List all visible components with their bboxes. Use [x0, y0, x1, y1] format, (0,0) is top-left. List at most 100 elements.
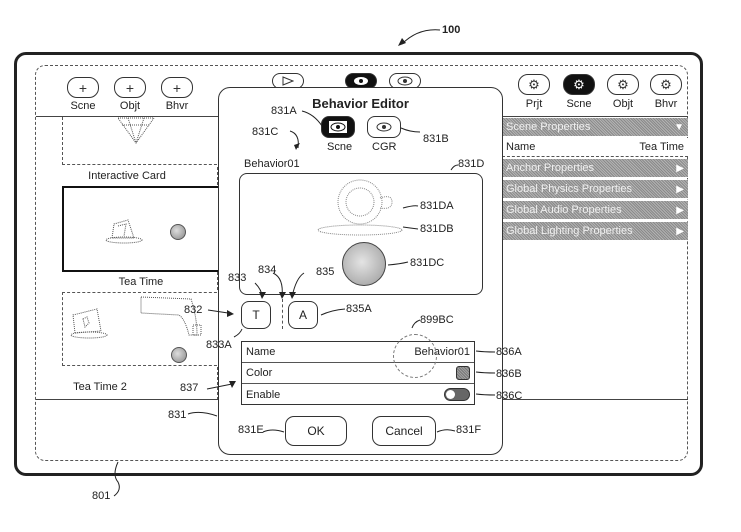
- plus-icon: +: [125, 79, 135, 96]
- gear-icon: ⚙: [660, 76, 672, 92]
- add-behavior-button[interactable]: +: [161, 77, 193, 98]
- anchor-properties-label: Anchor Properties: [506, 162, 595, 174]
- scene-properties-header[interactable]: Scene Properties ▼: [502, 118, 688, 137]
- scene-settings-button[interactable]: ⚙: [563, 74, 595, 95]
- chevron-right-icon: ▶: [676, 225, 684, 237]
- scene-mode-button[interactable]: [321, 116, 355, 138]
- lighting-properties-label: Global Lighting Properties: [506, 225, 633, 237]
- add-object-button[interactable]: +: [114, 77, 146, 98]
- scene-thumbnail-interactive-card[interactable]: [62, 117, 222, 165]
- scene-thumbnail-tea-time-2[interactable]: [62, 292, 222, 366]
- ref-label: 831C: [252, 126, 279, 138]
- add-scene-label: Scne: [70, 100, 96, 112]
- cancel-label: Cancel: [385, 424, 423, 438]
- cgr-mode-label: CGR: [372, 141, 397, 153]
- chevron-down-icon: ▼: [674, 121, 684, 133]
- figure-number-label: 100: [442, 24, 461, 36]
- chevron-right-icon: ▶: [676, 162, 684, 174]
- scene-name-row[interactable]: Name Tea Time: [502, 138, 688, 157]
- ok-label: OK: [307, 424, 325, 438]
- scene-name-value: Tea Time: [639, 141, 684, 153]
- figure-arrow: [398, 29, 441, 46]
- gear-icon: ⚙: [573, 76, 585, 92]
- object-settings-button[interactable]: ⚙: [607, 74, 639, 95]
- chevron-right-icon: ▶: [676, 204, 684, 216]
- ref-label: 831DC: [410, 257, 445, 269]
- behavior-editor-title: Behavior Editor: [312, 96, 409, 111]
- eye-icon: [397, 76, 413, 86]
- ref-label: 899BC: [420, 314, 454, 326]
- highlight-circle: [393, 334, 437, 378]
- trigger-tab-label: T: [252, 308, 260, 322]
- scene-mode-label: Scne: [327, 141, 353, 153]
- project-settings-button[interactable]: ⚙: [518, 74, 550, 95]
- ref-label: 831: [168, 409, 187, 421]
- ref-label: 831F: [456, 424, 482, 436]
- gear-icon: ⚙: [617, 76, 629, 92]
- anchor-properties-row[interactable]: Anchor Properties ▶: [502, 159, 688, 178]
- ball-icon: [171, 347, 187, 363]
- ref-label: 831B: [423, 133, 449, 145]
- action-tab-button[interactable]: A: [288, 301, 318, 329]
- scene-label-interactive-card: Interactive Card: [88, 170, 166, 182]
- ref-label: 831DA: [420, 200, 454, 212]
- ref-label: 832: [184, 304, 203, 316]
- plus-icon: +: [78, 79, 88, 96]
- ref-label: 835A: [346, 303, 372, 315]
- enable-toggle[interactable]: [444, 388, 470, 401]
- ref-label: 831A: [271, 105, 297, 117]
- scene-settings-label: Scne: [566, 98, 592, 110]
- add-object-label: Objt: [119, 100, 141, 112]
- ref-label: 835: [316, 266, 335, 278]
- eye-icon: [354, 77, 368, 85]
- enable-field-label: Enable: [246, 388, 281, 401]
- eye-icon: [376, 122, 392, 132]
- behavior-name-row[interactable]: Name Behavior01: [242, 342, 474, 363]
- scene-view-button[interactable]: [345, 73, 377, 89]
- lighting-properties-row[interactable]: Global Lighting Properties ▶: [502, 222, 688, 241]
- scene-label-tea-time: Tea Time: [118, 276, 164, 288]
- color-field-label: Color: [246, 367, 273, 379]
- behavior-preview-area: [239, 173, 483, 295]
- ref-label: 831D: [458, 158, 485, 170]
- device-ref-label: 801: [92, 490, 111, 502]
- cgr-mode-button[interactable]: [367, 116, 401, 138]
- ref-label: 837: [180, 382, 199, 394]
- gear-icon: ⚙: [528, 76, 540, 92]
- teacup-icon: [105, 219, 143, 244]
- toggle-knob: [446, 390, 455, 399]
- behavior-properties-table: Name Behavior01 Color Enable: [241, 341, 475, 405]
- ref-label: 834: [258, 264, 277, 276]
- behavior-enable-row[interactable]: Enable: [242, 384, 474, 405]
- behavior-name-heading: Behavior01: [244, 158, 300, 170]
- audio-properties-row[interactable]: Global Audio Properties ▶: [502, 201, 688, 220]
- scene-name-label: Name: [506, 141, 536, 153]
- scene-properties-title: Scene Properties: [506, 121, 591, 133]
- physics-properties-row[interactable]: Global Physics Properties ▶: [502, 180, 688, 199]
- color-swatch[interactable]: [456, 366, 470, 380]
- trigger-tab-button[interactable]: T: [241, 301, 271, 329]
- diamond-icon: [117, 117, 155, 144]
- add-scene-button[interactable]: +: [67, 77, 99, 98]
- plus-icon: +: [172, 79, 182, 96]
- app-screen: [35, 65, 688, 461]
- cancel-button[interactable]: Cancel: [372, 416, 436, 446]
- behavior-color-row[interactable]: Color: [242, 363, 474, 384]
- tab-separator: [282, 299, 283, 329]
- teacup-tipped-icon: [70, 308, 108, 339]
- scene-label-tea-time-2: Tea Time 2: [73, 381, 127, 393]
- ref-label: 831E: [238, 424, 264, 436]
- tea-pour-icon: [140, 296, 202, 336]
- ref-label: 833A: [206, 339, 232, 351]
- object-settings-label: Objt: [612, 98, 634, 110]
- ok-button[interactable]: OK: [285, 416, 347, 446]
- scene-thumbnail-tea-time[interactable]: [62, 186, 222, 272]
- audio-properties-label: Global Audio Properties: [506, 204, 622, 216]
- name-field-label: Name: [246, 346, 276, 358]
- play-icon: [282, 76, 294, 86]
- ref-label: 836B: [496, 368, 522, 380]
- eye-icon: [329, 121, 347, 133]
- ref-label: 831DB: [420, 223, 454, 235]
- behavior-settings-button[interactable]: ⚙: [650, 74, 682, 95]
- ref-label: 836C: [496, 390, 523, 402]
